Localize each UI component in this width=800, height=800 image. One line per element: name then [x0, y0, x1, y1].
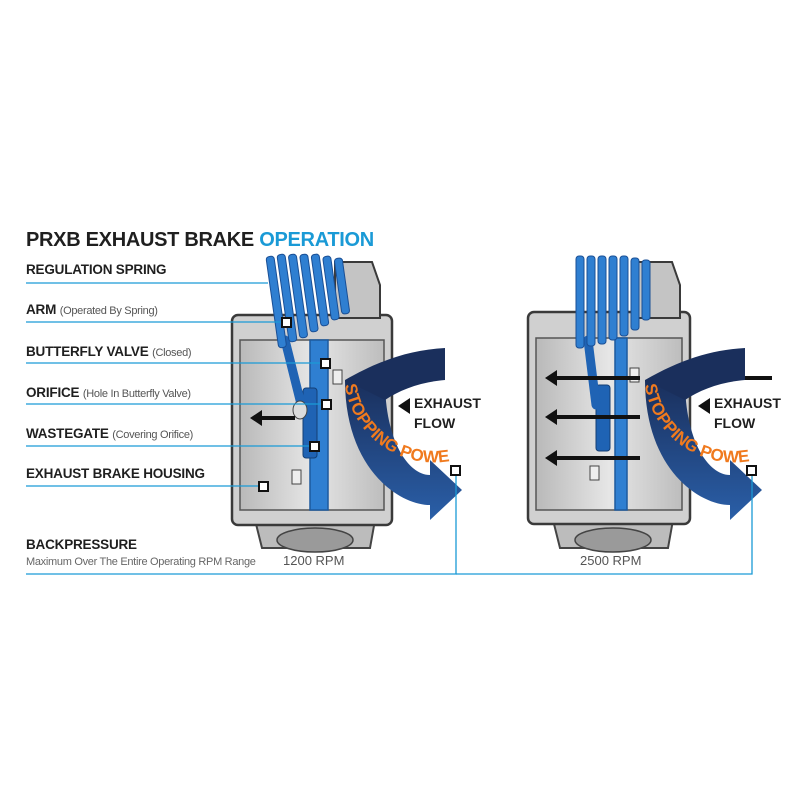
left-exhaust-flow-line1: EXHAUST — [414, 395, 481, 411]
wastegate-subtext: (Covering Orifice) — [112, 429, 193, 441]
wastegate-text: WASTEGATE — [26, 426, 109, 441]
housing-text: EXHAUST BRAKE HOUSING — [26, 466, 205, 481]
arm-text: ARM — [26, 302, 56, 317]
marker-backpressure-right — [747, 466, 756, 475]
label-regulation-spring: REGULATION SPRING — [26, 262, 166, 277]
backpressure-text: BACKPRESSURE — [26, 537, 137, 552]
right-rpm-label: 2500 RPM — [580, 553, 641, 568]
marker-housing — [259, 482, 268, 491]
left-exhaust-flow-arrow — [398, 398, 410, 414]
regulation-spring-text: REGULATION SPRING — [26, 262, 166, 277]
right-exhaust-flow-line1: EXHAUST — [714, 395, 781, 411]
label-backpressure: BACKPRESSURE — [26, 537, 137, 552]
right-mount-bore — [575, 528, 651, 552]
left-bolt-2 — [292, 470, 301, 484]
label-arm: ARM (Operated By Spring) — [26, 302, 158, 317]
orifice-subtext: (Hole In Butterfly Valve) — [83, 388, 191, 400]
backpressure-note: Maximum Over The Entire Operating RPM Ra… — [26, 556, 256, 568]
marker-wastegate — [310, 442, 319, 451]
marker-backpressure-left — [451, 466, 460, 475]
left-exhaust-flow-line2: FLOW — [414, 415, 456, 431]
arm-subtext: (Operated By Spring) — [60, 305, 158, 317]
label-wastegate: WASTEGATE (Covering Orifice) — [26, 426, 193, 441]
left-mount-bore — [277, 528, 353, 552]
left-bolt-1 — [333, 370, 342, 384]
right-exhaust-flow-arrow — [698, 398, 710, 414]
page-title: PRXB EXHAUST BRAKE OPERATION — [26, 229, 374, 252]
label-butterfly-valve: BUTTERFLY VALVE (Closed) — [26, 344, 191, 359]
title-accent: OPERATION — [259, 229, 374, 251]
marker-butterfly-valve — [321, 359, 330, 368]
right-bolt-2 — [590, 466, 599, 480]
right-butterfly-valve — [615, 338, 627, 510]
marker-orifice — [322, 400, 331, 409]
marker-arm — [282, 318, 291, 327]
butterfly-valve-subtext: (Closed) — [152, 347, 191, 359]
orifice-text: ORIFICE — [26, 385, 79, 400]
butterfly-valve-text: BUTTERFLY VALVE — [26, 344, 149, 359]
title-main: PRXB EXHAUST BRAKE — [26, 229, 259, 251]
label-orifice: ORIFICE (Hole In Butterfly Valve) — [26, 385, 191, 400]
right-exhaust-flow-line2: FLOW — [714, 415, 756, 431]
label-housing: EXHAUST BRAKE HOUSING — [26, 466, 205, 481]
left-rpm-label: 1200 RPM — [283, 553, 344, 568]
